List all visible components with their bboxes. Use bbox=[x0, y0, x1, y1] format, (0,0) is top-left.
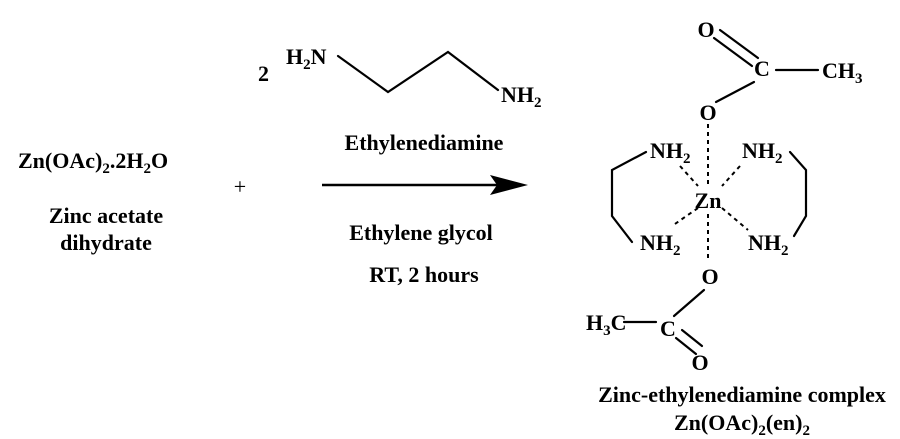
amine-upper-left: NH2 bbox=[650, 138, 691, 167]
bottom-carbonyl-oxygen: O bbox=[691, 350, 708, 375]
top-ester-bond bbox=[714, 80, 756, 104]
ligand-carbon-chain bbox=[336, 50, 500, 94]
coord-upper-left bbox=[679, 165, 699, 187]
top-carbonyl-carbon: C bbox=[754, 56, 770, 81]
condition-temp-time: RT, 2 hours bbox=[369, 262, 479, 287]
amine-upper-right: NH2 bbox=[742, 138, 783, 167]
reactant-name-line2: dihydrate bbox=[60, 230, 152, 255]
top-carbonyl-oxygen: O bbox=[697, 17, 714, 42]
reactant-name-line1: Zinc acetate bbox=[49, 203, 163, 228]
coord-lower-right bbox=[721, 207, 749, 231]
product-name: Zinc-ethylenediamine complex bbox=[598, 382, 886, 407]
top-double-bond-b bbox=[718, 28, 760, 60]
top-link-oxygen: O bbox=[699, 100, 716, 125]
ligand-coefficient: 2 bbox=[258, 61, 269, 86]
zinc-center: Zn bbox=[695, 188, 722, 213]
condition-solvent: Ethylene glycol bbox=[349, 220, 493, 245]
bottom-double-bond-b bbox=[680, 328, 704, 348]
amine-lower-left: NH2 bbox=[640, 230, 681, 259]
product-formula: Zn(OAc)2(en)2 bbox=[674, 410, 810, 439]
right-ethylene-bridge bbox=[788, 150, 808, 238]
plus-sign: + bbox=[234, 174, 246, 199]
reactant-formula: Zn(OAc)2.2H2O bbox=[18, 148, 168, 177]
left-ethylene-bridge bbox=[610, 150, 648, 244]
amine-lower-right: NH2 bbox=[748, 230, 789, 259]
top-methyl-group: CH3 bbox=[822, 58, 863, 87]
top-double-bond-a bbox=[712, 36, 754, 68]
ligand-left-amine: H2N bbox=[286, 44, 327, 73]
ligand-right-amine: NH2 bbox=[501, 82, 542, 111]
reaction-arrow-head bbox=[490, 175, 528, 195]
bottom-carbonyl-carbon: C bbox=[660, 316, 676, 341]
bottom-double-bond-a bbox=[674, 336, 698, 356]
ligand-name: Ethylenediamine bbox=[345, 130, 504, 155]
coord-upper-right bbox=[721, 165, 741, 187]
bottom-link-oxygen: O bbox=[701, 264, 718, 289]
bottom-methyl-group: H3C bbox=[586, 310, 627, 339]
coord-lower-left bbox=[671, 207, 699, 227]
bottom-ester-bond bbox=[672, 288, 706, 318]
